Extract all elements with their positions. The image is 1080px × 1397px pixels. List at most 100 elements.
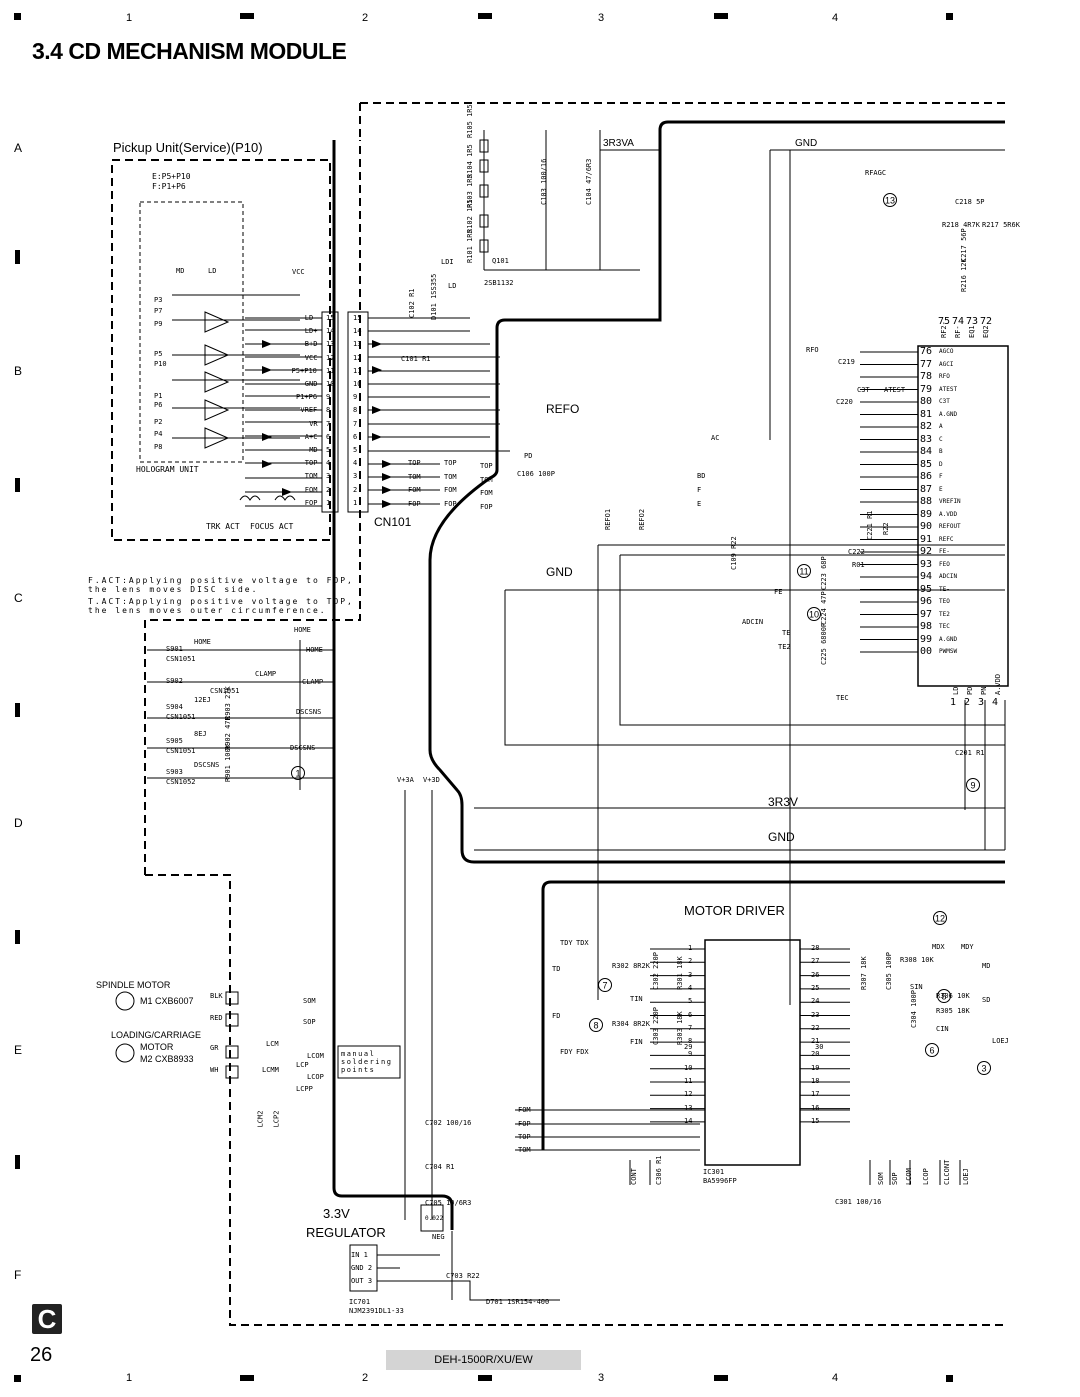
md-output: CIN — [936, 1025, 949, 1033]
dsp-pin-number: 83 — [920, 433, 933, 445]
dsp-net: RFO — [806, 346, 819, 354]
photodiode-label: P7 — [154, 307, 163, 315]
cn-pin-right: 2 — [353, 485, 358, 494]
dsp-pin-number: 96 — [920, 596, 933, 607]
pickup-ld: LD — [208, 267, 217, 275]
switch-name: 8EJ — [194, 730, 207, 738]
dsp-pin-number: 94 — [920, 571, 933, 582]
dsp-pin-signal: FE- — [939, 548, 950, 555]
switch-part: CSN1051 — [166, 747, 196, 755]
md-part: R305 18K — [936, 1007, 970, 1015]
reg-part: C705 10/6R3 — [425, 1199, 472, 1207]
t-act-note: T.ACT:Applying positive voltage to TOP, … — [88, 597, 354, 615]
photodiode-label: P3 — [154, 296, 163, 304]
dsp-bottom-pin: 3 — [978, 697, 985, 708]
cn-pin-right: 1 — [353, 498, 358, 507]
marker-circle — [589, 1018, 603, 1032]
dsp-pin-signal: TE2 — [939, 610, 950, 618]
signal-arrow — [382, 486, 392, 494]
net-label: LCPP — [296, 1085, 313, 1093]
dsp-pin-signal: ADCIN — [939, 573, 958, 580]
switch-part: CSN1051 — [166, 713, 196, 721]
cn-pin-signal: FOP — [304, 498, 318, 507]
dsp-part: C221 R1 — [866, 510, 874, 540]
pickup-title: Pickup Unit(Service)(P10) — [113, 140, 263, 155]
cn-out-net: TOM — [408, 473, 421, 481]
trk-act-label: TRK ACT — [206, 522, 240, 531]
dsp-net: PD — [524, 452, 533, 460]
cn-pin-left: 8 — [326, 406, 331, 415]
row-marker: B — [14, 364, 23, 378]
cn-pin-left: 3 — [326, 472, 331, 481]
column-marker: 1 — [126, 12, 133, 24]
reg-part: D701 1SR154-400 — [486, 1298, 550, 1306]
dsp-pin-signal: RFO — [939, 373, 950, 380]
ic301-label: IC301 — [703, 1168, 725, 1176]
switch-net: HOME — [306, 646, 323, 654]
pickup-vcc: VCC — [292, 268, 305, 276]
focus-act-label: FOCUS ACT — [250, 522, 294, 531]
md-bottom-net: LCOM — [905, 1168, 913, 1185]
hologram-label: HOLOGRAM UNIT — [136, 465, 199, 474]
switch-net: DSCSNS — [296, 708, 322, 716]
md-part: C305 100P — [885, 952, 893, 990]
dsp-top-pin: 73 — [966, 316, 979, 327]
dsp-part: C222 — [848, 548, 865, 556]
ruler-mark — [478, 13, 492, 19]
dsp-pin-signal: TEO — [939, 598, 950, 605]
dsp-pin-number: 80 — [920, 396, 933, 407]
dsp-part: C224 47P — [820, 591, 828, 625]
row-marker: E — [14, 1043, 23, 1057]
md-right-pin: 19 — [811, 1063, 820, 1072]
dsp-pin-number: 77 — [920, 358, 933, 370]
md-left-pin: 13 — [684, 1103, 693, 1112]
cn-out-net: TOP — [408, 459, 421, 467]
row-marker: F — [14, 1268, 22, 1282]
md-right-pin: 17 — [811, 1090, 820, 1099]
row-bar — [15, 250, 20, 264]
cn-pin-right: 14 — [353, 327, 362, 336]
md-right-pin: 16 — [811, 1103, 820, 1112]
dsp-part: C218 5P — [955, 198, 985, 206]
reg-pin: OUT 3 — [351, 1277, 373, 1285]
marker-number: 6 — [929, 1046, 934, 1056]
switch-net: CLAMP — [302, 678, 324, 686]
column-marker: 4 — [832, 12, 839, 24]
cn-pin-right: 5 — [353, 446, 358, 454]
md-right-pin: 21 — [811, 1037, 820, 1046]
cn-pin-left: 9 — [326, 393, 331, 402]
dsp-pin-number: 88 — [920, 496, 933, 507]
md-input: TD — [552, 965, 561, 973]
cn-pin-right: 10 — [353, 380, 362, 388]
row-marker: A — [14, 141, 23, 155]
dsp-bottom-signal: LD — [952, 686, 960, 695]
cn-pin-signal: MD — [309, 446, 318, 454]
cn-pin-signal: P5+P10 — [291, 366, 317, 375]
marker-number: 1 — [295, 769, 300, 779]
row-marker: D — [14, 816, 23, 830]
cn-pin-signal: VREF — [300, 406, 318, 415]
md-input: TDX — [576, 939, 589, 947]
photodiode-label: P8 — [154, 443, 163, 451]
marker-circle — [925, 1043, 939, 1057]
marker-number: 8 — [593, 1021, 598, 1031]
column-marker: 2 — [362, 1372, 369, 1384]
dsp-pin-number: 78 — [920, 371, 933, 382]
section-tab: C — [32, 1304, 62, 1334]
dsp-pin-signal: F — [939, 473, 943, 480]
dsp-part: R217 5R6K — [982, 221, 1020, 229]
loading-carriage-label: LOADING/CARRIAGE — [111, 1030, 202, 1040]
dsp-bottom-pin: 2 — [964, 697, 971, 708]
dsp-part: C219 — [838, 358, 855, 366]
md-right-pin: 23 — [811, 1010, 820, 1019]
net-label: LCP2 — [272, 1110, 281, 1128]
dsp-pin-signal: E — [939, 485, 943, 493]
dsp-pin-signal: VREFIN — [939, 498, 961, 505]
laser-resistor: R101 1R5 — [466, 229, 474, 263]
marker-circle — [937, 989, 951, 1003]
switch-resistor: R901 100K — [224, 744, 232, 782]
md-output: MDY — [961, 943, 974, 951]
signal-arrow — [262, 366, 272, 374]
column-marker: 1 — [126, 1372, 133, 1384]
md-left-pin: 7 — [688, 1023, 693, 1032]
